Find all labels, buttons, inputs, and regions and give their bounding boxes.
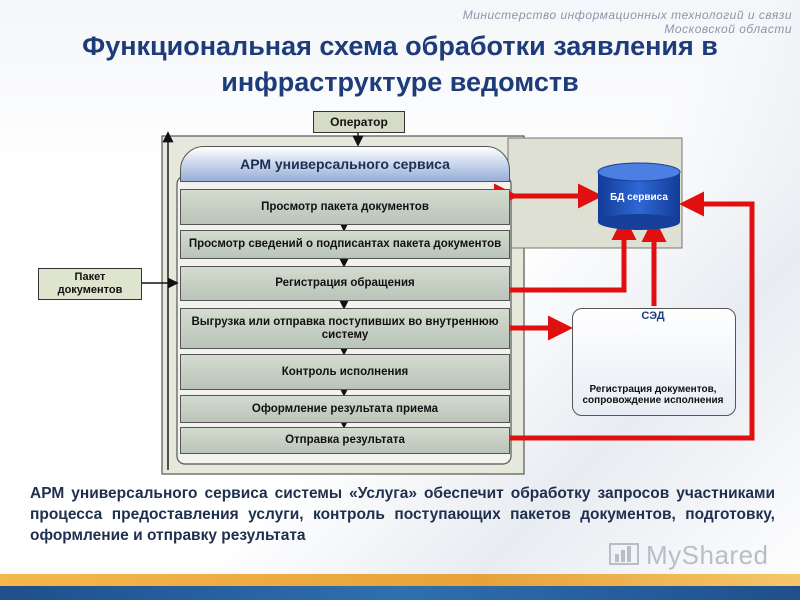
footer-stripe-orange xyxy=(0,574,800,586)
sed-caption-line-2: сопровождение исполнения xyxy=(582,395,724,406)
slide-title: Функциональная схема обработки заявления… xyxy=(20,28,780,100)
step3-db-arrow xyxy=(508,214,637,293)
ministry-line-1: Министерство информационных технологий и… xyxy=(462,8,792,22)
ministry-line-2: Московской области xyxy=(664,22,792,36)
db-label: БД сервиса xyxy=(610,192,668,203)
db-cylinder xyxy=(597,162,681,230)
packet-label-line-1: Пакет xyxy=(74,271,106,283)
packet-label-line-2: документов xyxy=(57,284,123,296)
watermark-logo xyxy=(609,543,639,565)
step7-db-arrow xyxy=(508,191,755,441)
footer-stripe-blue xyxy=(0,586,800,600)
step-send-result: Отправка результата xyxy=(180,427,510,454)
step-export-send: Выгрузка или отправка поступивших во вну… xyxy=(180,308,510,349)
sed-caption: Регистрация документов, сопровождение ис… xyxy=(572,384,734,406)
description-paragraph: АРМ универсального сервиса системы «Услу… xyxy=(30,485,775,544)
step-register-request: Регистрация обращения xyxy=(180,266,510,301)
packet-box: Пакет документов xyxy=(38,268,142,300)
sed-title: СЭД xyxy=(641,310,665,322)
sed-caption-line-1: Регистрация документов, xyxy=(589,384,717,395)
arm-title: АРМ универсального сервиса xyxy=(180,146,510,182)
step-format-result: Оформление результата приема xyxy=(180,395,510,423)
title-line-1: Функциональная схема обработки заявления… xyxy=(82,31,718,61)
step-view-signers: Просмотр сведений о подписантах пакета д… xyxy=(180,230,510,259)
ministry-header: Министерство информационных технологий и… xyxy=(432,8,792,36)
step-view-package: Просмотр пакета документов xyxy=(180,189,510,225)
sed-box xyxy=(572,308,736,416)
operator-box: Оператор xyxy=(313,111,405,133)
step-execution-control: Контроль исполнения xyxy=(180,354,510,390)
title-line-2: инфраструктуре ведомств xyxy=(221,67,579,97)
watermark-text: MyShared xyxy=(646,540,769,570)
